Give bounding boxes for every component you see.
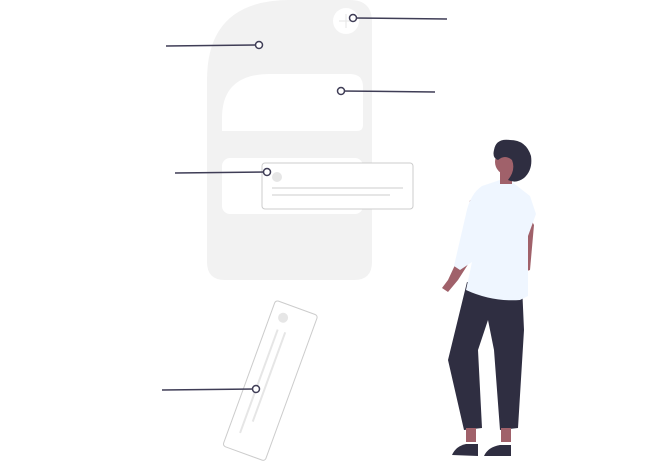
device-panel xyxy=(207,0,372,280)
fallen-card xyxy=(222,300,318,461)
person-shirt xyxy=(454,180,536,301)
person-shoe-left xyxy=(452,444,478,456)
callout-top-left xyxy=(165,40,264,50)
floating-card xyxy=(261,162,414,210)
callout-middle-left xyxy=(174,167,272,177)
callout-bottom-left xyxy=(161,384,261,394)
person-hair xyxy=(493,139,532,182)
person-ankle-left xyxy=(466,428,476,442)
person-figure xyxy=(442,139,536,456)
callout-middle-right xyxy=(336,86,436,96)
person-pants xyxy=(448,282,524,430)
callout-top-right xyxy=(348,13,448,23)
person-ankle-right xyxy=(501,428,511,442)
content-block xyxy=(222,74,363,131)
person-shoe-right xyxy=(484,445,511,456)
